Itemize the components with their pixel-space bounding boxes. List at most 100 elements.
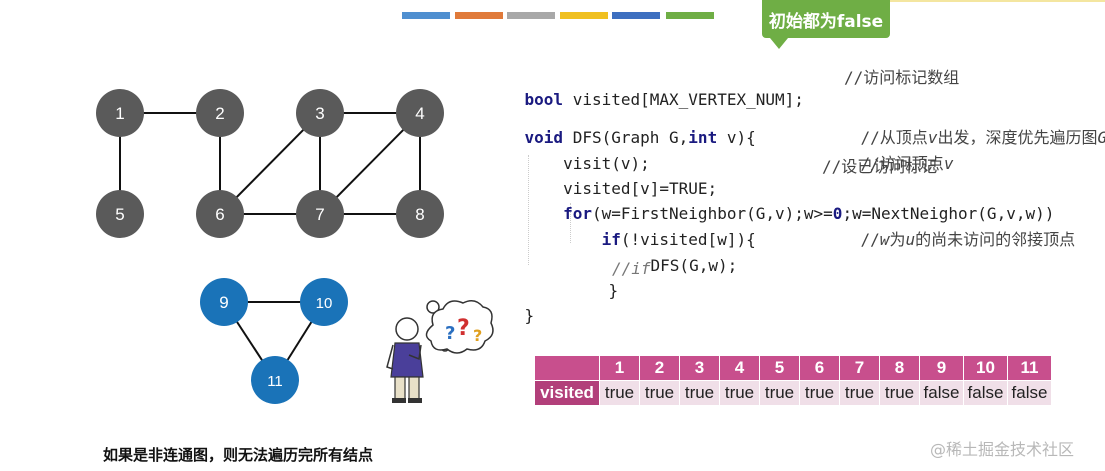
graph-node-label: 7 [315, 205, 324, 224]
graph-node-label: 9 [219, 293, 228, 312]
graph-node-9: 9 [200, 278, 248, 326]
visited-row-label: visited [534, 380, 600, 406]
graph-node-circle [96, 89, 144, 137]
code-text: DFS(Graph G, [563, 128, 689, 147]
code-comment: //从顶点v出发，深度优先遍历图G [822, 105, 1105, 171]
graph-node-circle [196, 190, 244, 238]
graph-nodes: 1 2 3 4 5 6 7 8 9 10 11 [96, 89, 444, 404]
visited-value-cell: false [963, 380, 1008, 406]
code-comment: //访问标记数组 [844, 68, 960, 87]
code-comment: //w为u的尚未访问的邻接顶点 [822, 207, 1076, 273]
graph-node-10: 10 [300, 278, 348, 326]
graph-node-7: 7 [296, 190, 344, 238]
table-header-cell: 9 [919, 355, 964, 381]
graph-node-label: 11 [267, 373, 283, 390]
color-bar-5 [612, 12, 660, 19]
table-header-cell: 8 [879, 355, 920, 381]
code-text: v){ [717, 128, 756, 147]
code-line-5: for(w=FirstNeighbor(G,v);w>=0;w=NextNeig… [486, 181, 1054, 223]
graph-node-circle [396, 190, 444, 238]
code-line-2: void DFS(Graph G,int v){ [486, 105, 756, 147]
code-comment: //访问顶点v [822, 131, 954, 197]
graph-node-label: 3 [315, 104, 324, 123]
table-header-cell: 4 [719, 355, 760, 381]
graph-node-circle [296, 190, 344, 238]
comment-text: //if [612, 259, 651, 278]
table-header-cell: 5 [759, 355, 800, 381]
graph-node-label: 10 [316, 295, 333, 312]
visited-value-cell: true [639, 380, 680, 406]
code-number: 0 [832, 204, 843, 223]
graph-node-6: 6 [196, 190, 244, 238]
code-keyword: for [563, 204, 592, 223]
comment-text: w [879, 230, 890, 249]
comment-text: 为 [889, 230, 906, 249]
visited-value-cell: true [719, 380, 760, 406]
code-comment: //设已访问标记 [822, 157, 938, 176]
graph-node-label: 1 [115, 104, 124, 123]
code-text: DFS(G,w); [650, 256, 738, 275]
visited-value-cell: true [839, 380, 880, 406]
graph-node-5: 5 [96, 190, 144, 238]
code-keyword: int [688, 128, 718, 147]
visited-value-cell: true [799, 380, 840, 406]
code-text: (!visited[w]){ [620, 230, 756, 249]
table-header-cell: 6 [799, 355, 840, 381]
code-line-3: visit(v); [486, 131, 650, 173]
graph-node-4: 4 [396, 89, 444, 137]
code-line-6: if(!visited[w]){ [486, 207, 756, 249]
code-keyword: bool [524, 90, 564, 109]
indent-guide [570, 203, 571, 243]
code-text: } [524, 306, 535, 325]
code-text: ;w=NextNeighor(G,v,w)) [842, 204, 1055, 223]
comment-text: G [1097, 128, 1105, 147]
indent-guide [528, 155, 529, 265]
color-bar-4 [560, 12, 608, 19]
graph-node-label: 6 [215, 205, 224, 224]
code-line-9: } [486, 283, 535, 325]
visited-value-cell: false [919, 380, 964, 406]
graph-node-8: 8 [396, 190, 444, 238]
graph-node-label: 5 [115, 205, 124, 224]
graph-node-2: 2 [196, 89, 244, 137]
callout-initial-false: 初始都为false [762, 0, 890, 38]
visited-value-cell: false [1007, 380, 1052, 406]
graph-node-circle [396, 89, 444, 137]
table-header-cell: 10 [963, 355, 1008, 381]
graph-node-circle [96, 190, 144, 238]
graph-edges [119, 112, 421, 381]
table-header-cell: 7 [839, 355, 880, 381]
code-keyword: if [601, 230, 621, 249]
color-bar-1 [402, 12, 450, 19]
code-text: (w=FirstNeighbor(G,v);w>= [591, 204, 833, 223]
code-line-8: } [570, 258, 619, 300]
visited-value-cell: true [879, 380, 920, 406]
code-text: } [608, 281, 619, 300]
comment-text: v [943, 154, 954, 173]
thinking-person-illustration: ? ? ? [386, 300, 494, 403]
code-line-7: DFS(G,w); [612, 233, 738, 275]
code-line-1: bool visited[MAX_VERTEX_NUM]; [486, 67, 804, 109]
visited-value-cell: true [759, 380, 800, 406]
table-header-cell: 1 [599, 355, 640, 381]
callout-tail [770, 38, 788, 49]
graph-node-label: 8 [415, 205, 424, 224]
code-text: visited[v]=TRUE; [524, 179, 718, 198]
color-bar-3 [507, 12, 555, 19]
graph-node-circle [251, 356, 299, 404]
table-header-cell: 3 [679, 355, 720, 381]
comment-text: //访问顶点 [860, 154, 944, 173]
code-text: visited[MAX_VERTEX_NUM]; [563, 90, 804, 109]
code-comment: //if [612, 258, 651, 280]
svg-text:?: ? [445, 323, 455, 344]
comment-text: // [860, 230, 880, 249]
graph-node-label: 4 [415, 104, 424, 123]
graph-node-circle [196, 89, 244, 137]
graph-node-circle [300, 278, 348, 326]
color-bar-2 [455, 12, 503, 19]
code-keyword: void [524, 128, 564, 147]
table-corner-cell [534, 355, 600, 381]
